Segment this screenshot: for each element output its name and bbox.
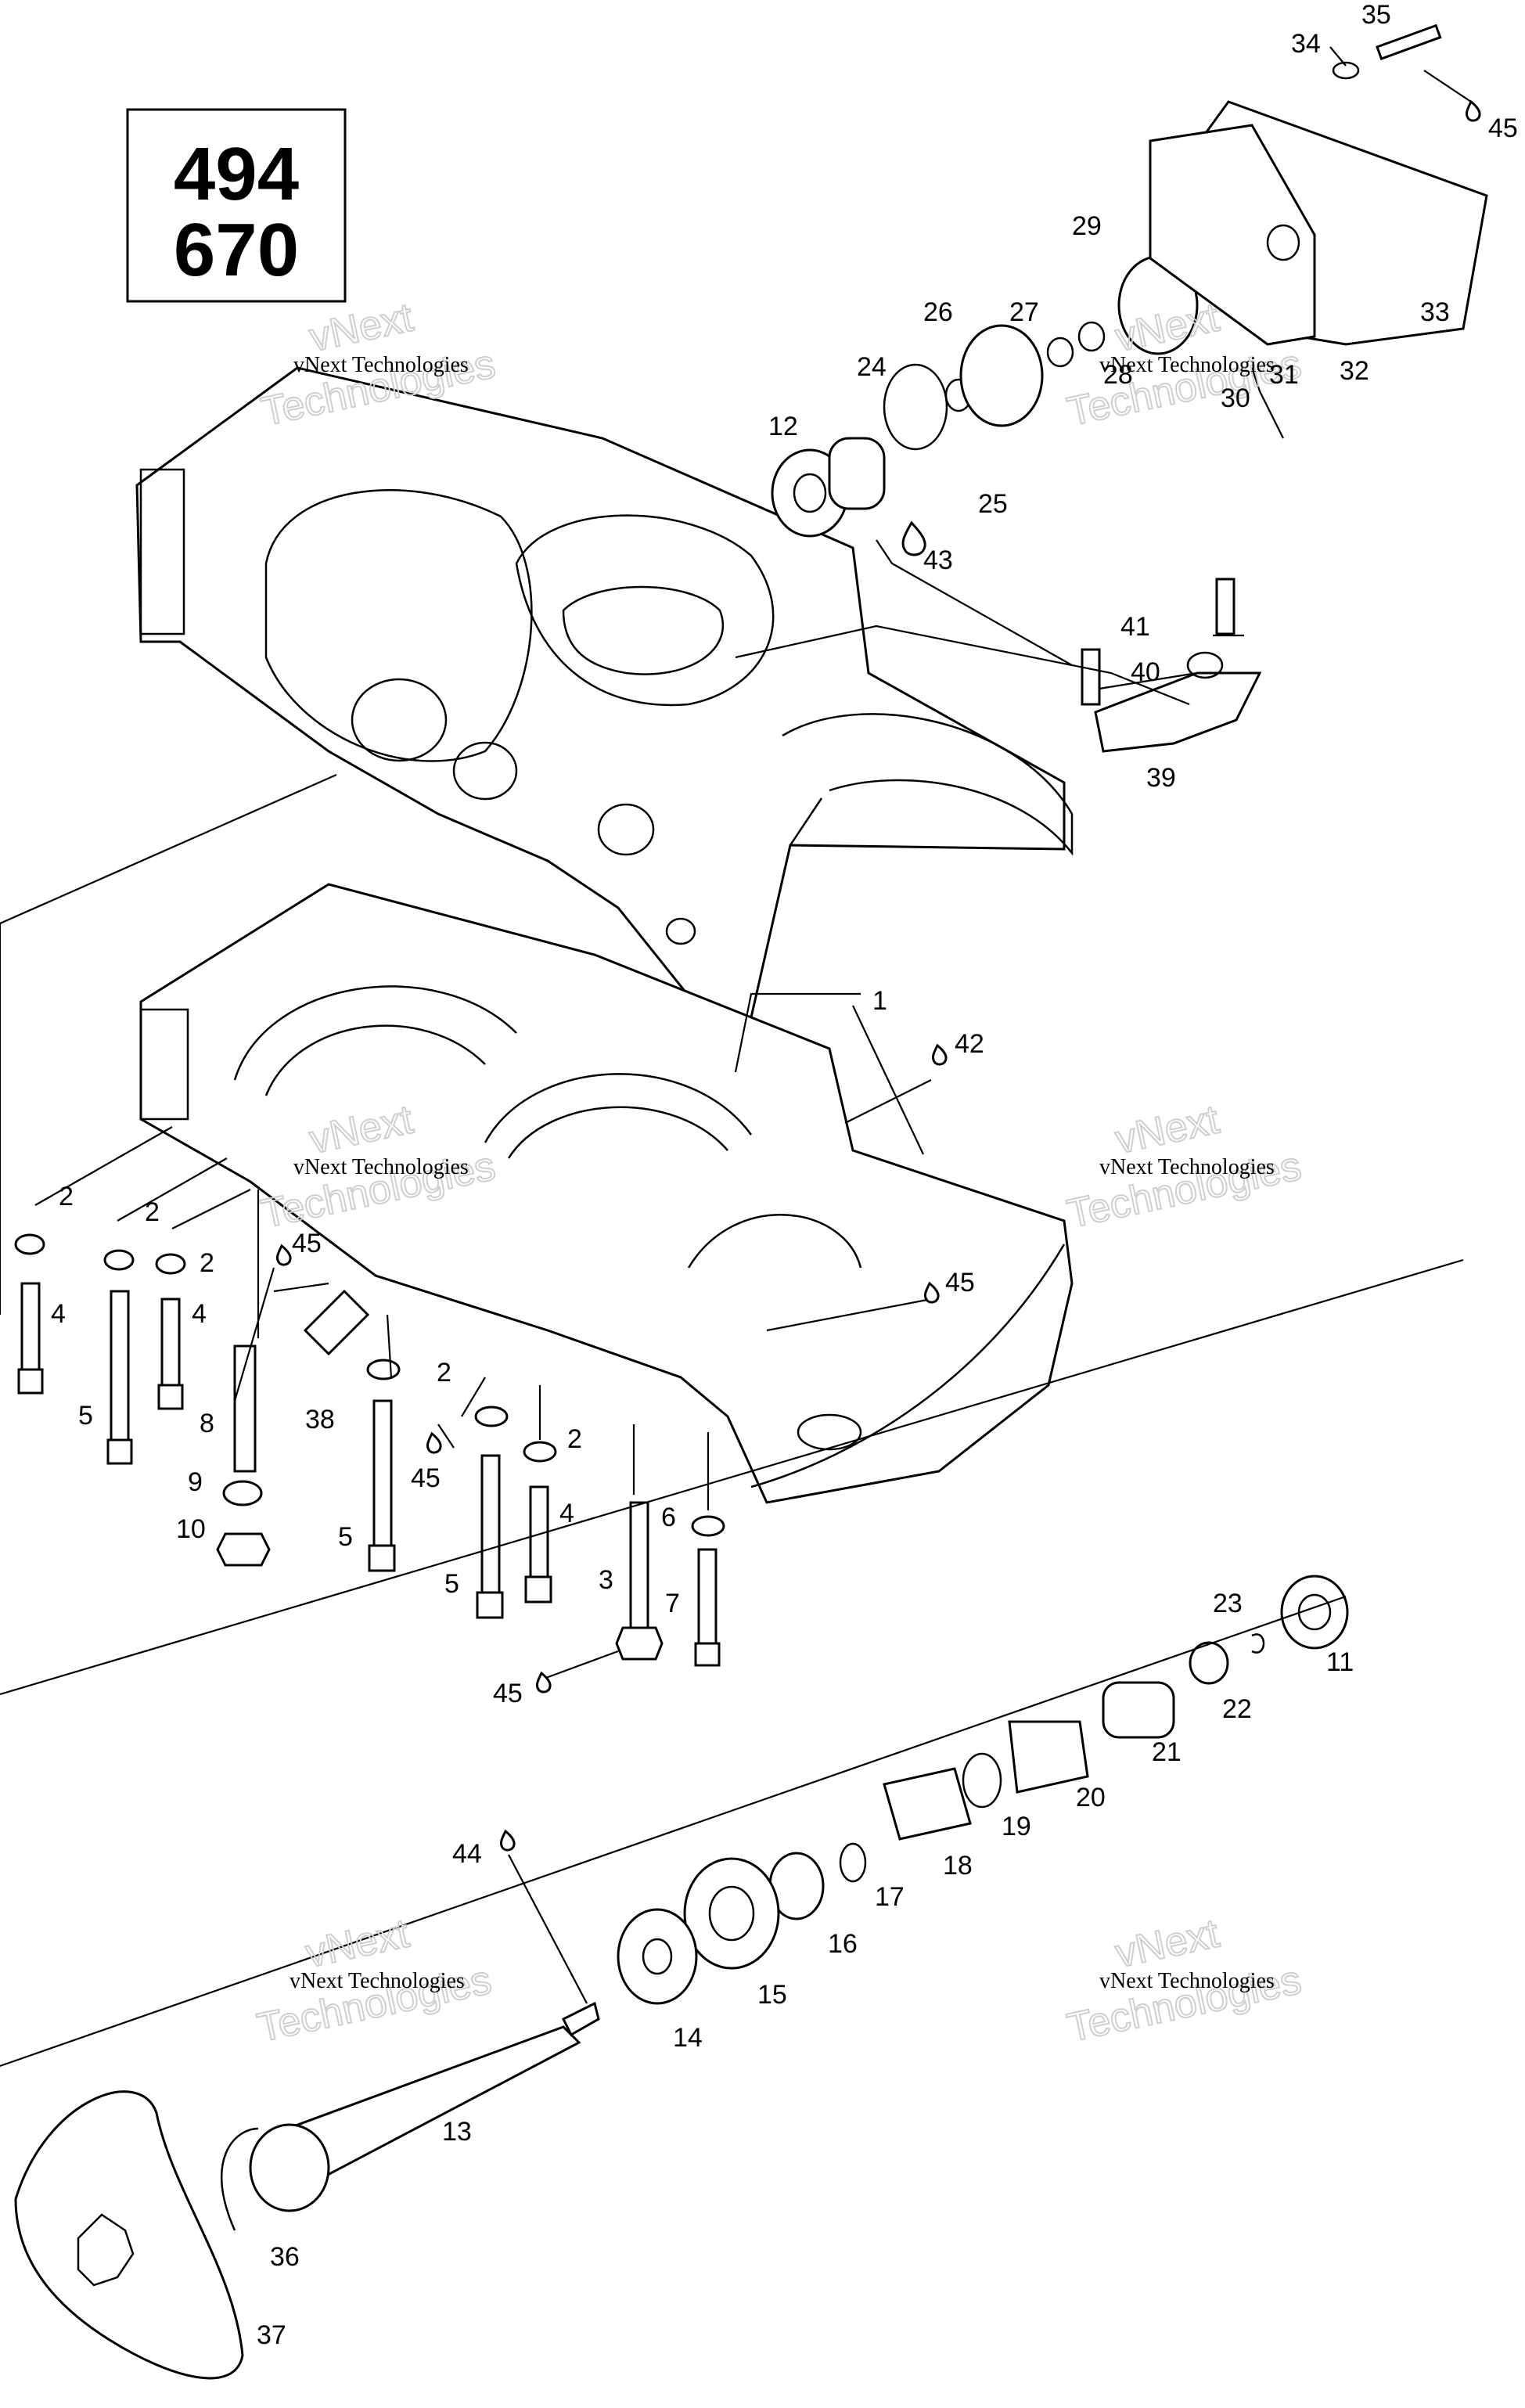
callout-36: 36 xyxy=(270,2242,300,2272)
callout-33: 33 xyxy=(1420,297,1450,327)
callout-45: 45 xyxy=(411,1463,441,1493)
callout-39: 39 xyxy=(1146,763,1176,793)
svg-text:vNext: vNext xyxy=(306,294,418,360)
callout-41: 41 xyxy=(1120,612,1150,642)
fasteners-drawing xyxy=(14,1233,725,1667)
lubricant-drop-icon xyxy=(931,1043,948,1066)
svg-text:vNext Technologies: vNext Technologies xyxy=(1099,1969,1275,1993)
lubricant-drop-icon xyxy=(426,1431,442,1454)
model-box: 494 670 xyxy=(126,108,347,303)
callout-29: 29 xyxy=(1072,211,1102,241)
lubricant-drop-icon xyxy=(499,1829,516,1852)
svg-text:vNext Technologies: vNext Technologies xyxy=(1099,1155,1275,1179)
watermark: vNext Technologies vNext Technologies xyxy=(253,1909,496,2051)
callout-43: 43 xyxy=(923,545,953,575)
watermark: vNext Technologies vNext Technologies xyxy=(1063,1909,1306,2051)
callout-18: 18 xyxy=(943,1851,973,1881)
lubricant-drop-icon xyxy=(901,520,926,556)
model-number-670: 670 xyxy=(174,208,299,292)
callout-11: 11 xyxy=(1326,1647,1354,1677)
model-number-494: 494 xyxy=(174,132,299,216)
leader-lines xyxy=(0,46,1472,2068)
callout-15: 15 xyxy=(757,1980,787,2010)
callout-17: 17 xyxy=(875,1882,905,1912)
callout-26: 26 xyxy=(923,297,953,327)
callout-24: 24 xyxy=(857,352,887,382)
callout-3: 3 xyxy=(599,1565,613,1595)
callout-31: 31 xyxy=(1269,360,1299,390)
callout-20: 20 xyxy=(1076,1783,1106,1812)
callout-25: 25 xyxy=(978,489,1008,519)
lubricant-drop-icons xyxy=(275,99,1481,1852)
pump-parts-drawing xyxy=(771,23,1488,753)
callout-2: 2 xyxy=(567,1424,582,1454)
callout-42: 42 xyxy=(955,1029,984,1059)
callout-45: 45 xyxy=(292,1229,322,1258)
callout-2: 2 xyxy=(145,1197,160,1227)
callout-7: 7 xyxy=(665,1589,680,1618)
lubricant-drop-icon xyxy=(535,1671,552,1694)
callout-23: 23 xyxy=(1213,1589,1243,1618)
callout-13: 13 xyxy=(442,2117,472,2147)
callout-30: 30 xyxy=(1221,383,1250,413)
callout-14: 14 xyxy=(673,2023,703,2053)
lubricant-drop-icon xyxy=(275,1244,292,1266)
callout-1: 1 xyxy=(872,986,887,1016)
callout-5: 5 xyxy=(338,1522,353,1552)
drive-shaft-parts-drawing xyxy=(14,1575,1349,2380)
callout-2: 2 xyxy=(59,1182,74,1211)
callout-35: 35 xyxy=(1361,0,1391,30)
callout-19: 19 xyxy=(1002,1812,1031,1841)
callout-45: 45 xyxy=(945,1268,975,1298)
lubricant-drop-icon xyxy=(923,1281,940,1304)
callout-5: 5 xyxy=(444,1569,459,1599)
callout-2: 2 xyxy=(437,1358,451,1388)
watermark: vNext Technologies vNext Technologies xyxy=(1063,1096,1306,1237)
callout-44: 44 xyxy=(452,1839,482,1869)
svg-text:vNext: vNext xyxy=(1112,1096,1224,1162)
callout-9: 9 xyxy=(188,1467,203,1497)
svg-text:vNext Technologies: vNext Technologies xyxy=(290,1969,465,1993)
callout-22: 22 xyxy=(1222,1694,1252,1724)
callout-45: 45 xyxy=(493,1679,523,1708)
callout-32: 32 xyxy=(1340,356,1369,386)
lower-crankcase-drawing xyxy=(139,883,1074,1504)
callout-2: 2 xyxy=(200,1248,214,1278)
callout-labels: 1 2 2 2 2 2 3 4 4 4 5 5 5 6 7 8 9 10 11 … xyxy=(51,0,1518,2350)
svg-text:vNext Technologies: vNext Technologies xyxy=(293,1155,469,1179)
callout-6: 6 xyxy=(661,1503,676,1532)
callout-12: 12 xyxy=(768,412,798,441)
callout-4: 4 xyxy=(51,1299,66,1329)
svg-text:vNext Technologies: vNext Technologies xyxy=(293,353,469,377)
callout-37: 37 xyxy=(257,2320,286,2350)
callout-4: 4 xyxy=(192,1299,207,1329)
callout-8: 8 xyxy=(200,1409,214,1438)
callout-40: 40 xyxy=(1131,657,1160,687)
callout-34: 34 xyxy=(1291,29,1321,59)
svg-text:vNext Technologies: vNext Technologies xyxy=(1099,353,1275,377)
callout-5: 5 xyxy=(78,1401,93,1431)
callout-27: 27 xyxy=(1009,297,1039,327)
callout-28: 28 xyxy=(1103,360,1133,390)
callout-10: 10 xyxy=(176,1514,206,1544)
callout-16: 16 xyxy=(828,1929,858,1959)
callout-38: 38 xyxy=(305,1405,335,1434)
callout-4: 4 xyxy=(559,1499,574,1528)
callout-45: 45 xyxy=(1488,113,1518,143)
callout-21: 21 xyxy=(1152,1737,1182,1767)
svg-text:vNext: vNext xyxy=(1112,1910,1224,1976)
svg-text:vNext: vNext xyxy=(302,1910,414,1976)
lubricant-drop-icon xyxy=(1465,99,1481,122)
